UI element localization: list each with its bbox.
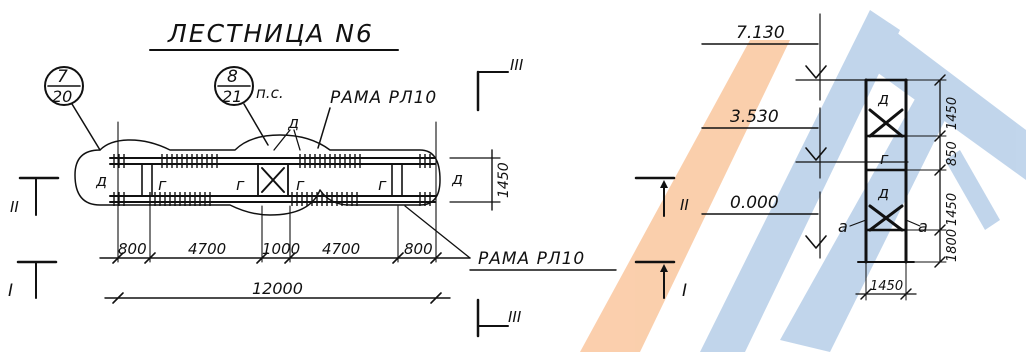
level-3530: 3.530 xyxy=(730,107,779,127)
plan-width-dim: 1450 xyxy=(496,162,512,198)
frame-label-top-leader xyxy=(317,107,331,149)
plan-mark-g-3: г xyxy=(296,175,305,194)
watermark xyxy=(580,10,1026,352)
callout-left-leader xyxy=(71,103,101,151)
level-0000: 0.000 xyxy=(730,193,779,213)
elev-dim-1800: 1800 xyxy=(945,229,960,262)
callout-mid-circle xyxy=(214,66,254,106)
elev-mark-d-2: д xyxy=(877,183,889,202)
elev-section-II: II xyxy=(680,196,689,214)
plan-mark-d-left: д xyxy=(95,171,107,190)
elev-mark-g: г xyxy=(880,149,889,168)
plan-section-I: I xyxy=(8,281,13,301)
dim-total-tick-left xyxy=(112,292,124,304)
mark-d-mid-leader-1 xyxy=(273,129,291,151)
elev-section-I: I xyxy=(682,281,687,301)
dim-total: 12000 xyxy=(252,279,303,298)
elev-bottom-dim: 1450 xyxy=(870,279,903,294)
callout-mid-bottom: 21 xyxy=(222,87,242,106)
elev-mark-a-left: а xyxy=(838,217,848,236)
level-3530-arrow xyxy=(805,147,827,161)
hatch-top-right xyxy=(299,154,361,168)
plan-envelope xyxy=(74,134,441,216)
callout-mid-suffix: п.с. xyxy=(256,84,284,102)
elev-bottom-tick-left xyxy=(860,288,872,300)
elev-section-II-arrow xyxy=(660,180,668,188)
hatch-bottom-right xyxy=(291,192,358,206)
dim-800-right: 800 xyxy=(404,240,433,258)
plan-section-II: II xyxy=(10,198,19,216)
dim-total-tick-right xyxy=(430,292,442,304)
elev-dim-850: 850 xyxy=(945,141,960,166)
elevation-view: II I 7.130 3.530 0.000 д г xyxy=(634,13,960,301)
post-center-x2 xyxy=(261,167,285,193)
plan-section-III-bottom: III xyxy=(508,308,522,326)
plan-view: 7 20 8 21 п.с. РАМА РЛ10 д xyxy=(8,56,617,338)
plan-mark-g-1: г xyxy=(158,175,167,194)
watermark-orange-stripe xyxy=(580,40,790,352)
level-0000-arrow xyxy=(805,235,827,249)
callout-mid-leader xyxy=(243,103,269,146)
dim-4700-right: 4700 xyxy=(322,240,360,258)
plan-mark-g-2: г xyxy=(236,175,245,194)
callout-left-circle xyxy=(44,66,84,106)
hatch-bottom-left xyxy=(149,192,211,206)
post-4 xyxy=(391,163,403,197)
level-7130-arrow xyxy=(805,65,827,79)
frame-label-bottom-leader xyxy=(404,205,471,259)
dim-4700-left: 4700 xyxy=(188,240,226,258)
mark-d-mid-leader-2 xyxy=(293,129,301,151)
plan-mark-d-mid: д xyxy=(287,113,299,132)
page-title: ЛЕСТНИЦА N6 xyxy=(167,19,374,48)
post-center xyxy=(257,163,289,197)
callout-left-bottom: 20 xyxy=(52,87,72,106)
plan-section-III-top: III xyxy=(510,56,524,74)
frame-label-bottom: РАМА РЛ10 xyxy=(478,249,585,269)
elev-mark-d-1: д xyxy=(877,89,889,108)
elev-dim-1450-top: 1450 xyxy=(945,97,960,130)
post-1 xyxy=(141,163,153,197)
dim-chain-ticks xyxy=(112,121,442,264)
brace-x2b xyxy=(868,204,904,232)
elev-section-I-arrow xyxy=(660,264,668,272)
hatch-ends xyxy=(113,154,431,206)
elev-dim-ticks xyxy=(905,74,947,268)
mark-a-left-leader xyxy=(849,219,867,227)
dim-800-left: 800 xyxy=(118,240,147,258)
elev-dim-1450-mid: 1450 xyxy=(945,193,960,226)
watermark-blue-stripe-1 xyxy=(700,10,900,352)
callout-left-top: 7 xyxy=(57,67,68,87)
elev-bottom-tick-right xyxy=(900,288,912,300)
plan-mark-g-4: г xyxy=(378,175,387,194)
plan-mark-d-right: д xyxy=(451,169,463,188)
frame-label-top: РАМА РЛ10 xyxy=(330,88,437,108)
level-7130: 7.130 xyxy=(736,23,785,43)
mark-a-right-leader xyxy=(905,219,921,227)
watermark-blue-stripe-4 xyxy=(945,150,1000,230)
callout-mid-top: 8 xyxy=(227,67,238,87)
brace-x1b xyxy=(868,108,904,138)
dim-1000: 1000 xyxy=(262,240,300,258)
hatch-top-left xyxy=(161,154,218,168)
watermark-blue-stripe-3 xyxy=(860,20,1026,180)
elev-mark-a-right: а xyxy=(918,217,928,236)
